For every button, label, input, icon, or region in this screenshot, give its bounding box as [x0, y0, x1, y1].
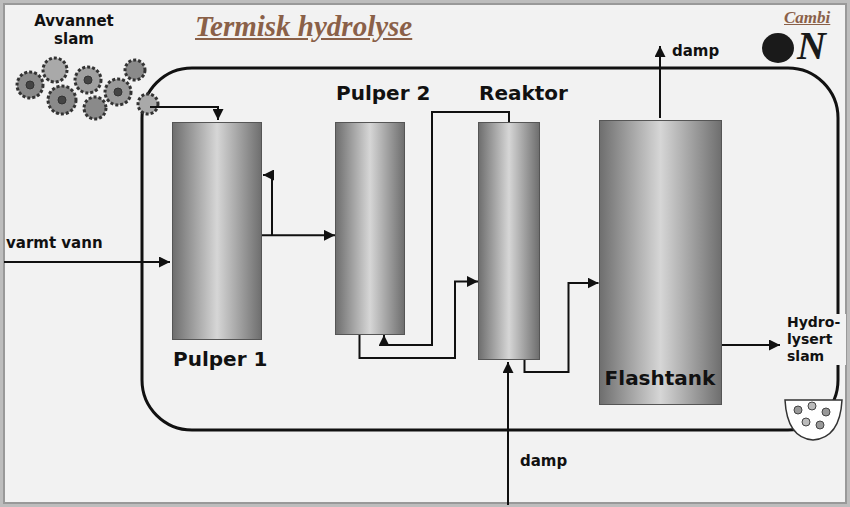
- system-outline: [142, 68, 838, 430]
- flow-label: Avvannet slam: [26, 12, 122, 48]
- sludge-bowl: [785, 400, 842, 440]
- sludge-picture: [17, 58, 158, 119]
- flow-label: Hydro- lysert slam: [786, 314, 846, 365]
- flow-label: damp: [672, 42, 752, 60]
- process-tank: Reaktor: [478, 122, 540, 360]
- process-tank: Flashtank: [599, 120, 722, 405]
- process-tank: Pulper 1: [172, 122, 262, 340]
- tank-label: Reaktor: [479, 81, 539, 105]
- process-tank: Pulper 2: [335, 122, 405, 335]
- flow-label: damp: [520, 452, 600, 470]
- tank-label: Pulper 2: [336, 81, 404, 105]
- tank-label: Pulper 1: [173, 347, 261, 371]
- feed-lines: [4, 46, 780, 505]
- tank-label: Flashtank: [600, 366, 721, 390]
- logo-mark: [762, 33, 794, 63]
- flow-label: varmt vann: [6, 234, 126, 252]
- flow-label: N: [797, 24, 841, 68]
- flow-connector: [262, 234, 335, 236]
- diagram-title: Termisk hydrolyse: [195, 10, 412, 43]
- panel: [4, 4, 846, 503]
